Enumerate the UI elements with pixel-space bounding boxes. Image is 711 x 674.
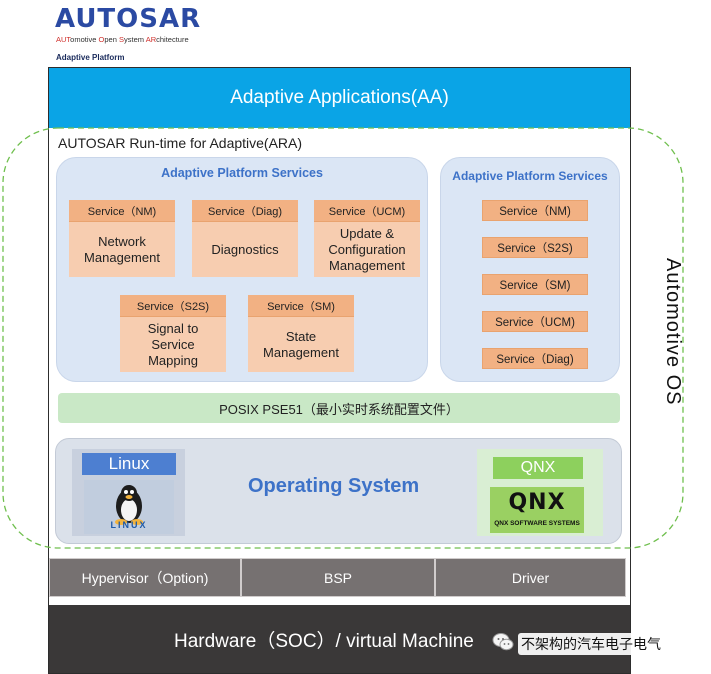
- adaptive-applications-layer: Adaptive Applications(AA): [49, 68, 630, 128]
- tagline-part: ystem: [124, 35, 146, 44]
- os-title: Operating System: [248, 475, 420, 497]
- platform-services-right: [440, 157, 620, 382]
- bsp-block: BSP: [241, 558, 435, 597]
- service-card-body: Signal to Service Mapping: [147, 321, 199, 368]
- service-item-nm: Service（NM): [482, 200, 588, 221]
- tagline-part: AR: [145, 35, 157, 44]
- qnx-caption: QNX SOFTWARE SYSTEMS: [494, 520, 580, 527]
- tagline-part: O: [98, 35, 105, 44]
- posix-layer: POSIX PSE51（最小实时系统配置文件）: [58, 393, 620, 423]
- service-card-header: Service（Diag): [192, 200, 298, 222]
- service-card-body: Diagnostics: [211, 242, 279, 257]
- wechat-icon: [492, 632, 514, 652]
- autosar-logo: AUTOSAR: [55, 4, 202, 34]
- platform-services-right-title: Adaptive Platform Services: [452, 169, 608, 183]
- linux-label: Linux: [82, 453, 176, 475]
- service-card-header: Service（S2S): [120, 295, 226, 317]
- tagline-part: chitecture: [156, 35, 189, 44]
- ara-title: AUTOSAR Run-time for Adaptive(ARA): [58, 135, 303, 151]
- qnx-label: QNX: [493, 457, 583, 479]
- service-card-diag: Service（Diag) Diagnostics: [192, 200, 298, 277]
- automotive-os-label: Automotive OS: [662, 258, 684, 406]
- linux-caption: LINUX: [110, 520, 148, 530]
- service-card-header: Service（UCM): [314, 200, 420, 222]
- tagline-part: pen: [104, 35, 119, 44]
- linux-tux-icon: [84, 480, 174, 534]
- service-card-nm: Service（NM) Network Management: [69, 200, 175, 277]
- service-card-header: Service（SM): [248, 295, 354, 317]
- service-card-body: Update & Configuration Management: [328, 226, 406, 273]
- qnx-logo-icon: [490, 487, 584, 533]
- hypervisor-block: Hypervisor（Option): [49, 558, 241, 597]
- service-item-s2s: Service（S2S): [482, 237, 588, 258]
- service-card-sm: Service（SM) State Management: [248, 295, 354, 372]
- qnx-logo-text: QNX: [508, 490, 566, 515]
- service-card-body: State Management: [263, 329, 339, 360]
- service-item-ucm: Service（UCM): [482, 311, 588, 332]
- service-card-s2s: Service（S2S) Signal to Service Mapping: [120, 295, 226, 372]
- watermark-text: 不架构的汽车电子电气: [518, 633, 664, 655]
- autosar-tagline: AUTomotive Open System ARchitecture: [56, 35, 189, 44]
- platform-services-left-title: Adaptive Platform Services: [161, 166, 323, 180]
- service-card-header: Service（NM): [69, 200, 175, 222]
- tagline-part: AUT: [56, 35, 71, 44]
- service-item-diag: Service（Diag): [482, 348, 588, 369]
- driver-block: Driver: [435, 558, 626, 597]
- tagline-part: omotive: [70, 35, 99, 44]
- tagline-part: S: [118, 35, 124, 44]
- service-item-sm: Service（SM): [482, 274, 588, 295]
- service-card-ucm: Service（UCM) Update & Configuration Mana…: [314, 200, 420, 277]
- platform-label: Adaptive Platform: [56, 53, 125, 62]
- service-card-body: Network Management: [84, 234, 160, 265]
